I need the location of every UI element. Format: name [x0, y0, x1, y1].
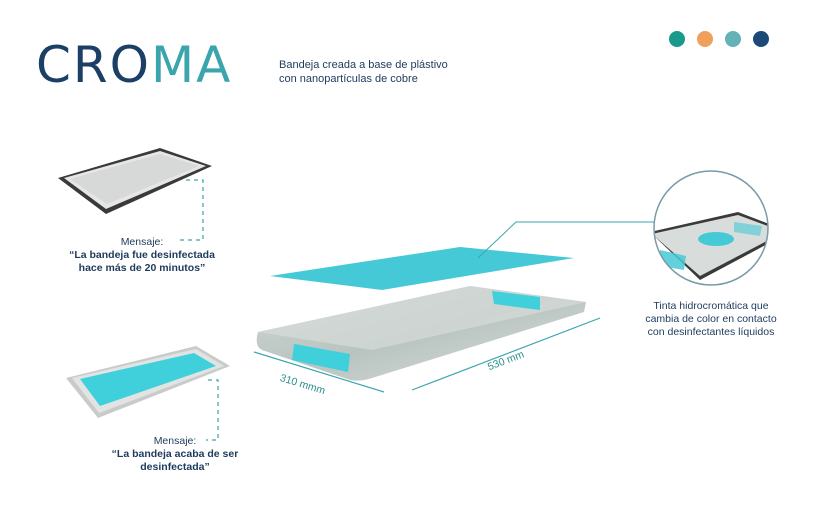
message-2-label: Mensaje:: [153, 435, 197, 447]
logo-text-m: M: [151, 36, 197, 94]
main-tray-handle-right: [492, 291, 540, 310]
color-dot-navy: [753, 31, 769, 47]
tagline-line-2: con nanopartículas de cobre: [279, 73, 418, 85]
croma-logo: CROMA: [36, 40, 232, 90]
logo-text-cro: CRO: [36, 36, 152, 94]
message-1-line-2: hace más de 20 minutos”: [78, 262, 206, 274]
ink-callout-line-1: Tinta hidrocromática que: [653, 300, 769, 312]
message-2-line-1: “La bandeja acaba de ser: [111, 448, 239, 460]
small-tray-disinfected-new: [66, 346, 230, 418]
callout-line: [477, 221, 655, 259]
color-dot-orange: [697, 31, 713, 47]
color-dot-teal: [669, 31, 685, 47]
color-dot-light-teal: [725, 31, 741, 47]
ink-callout: Tinta hidrocromática que cambia de color…: [626, 300, 796, 339]
main-tray-handle-left: [292, 344, 350, 372]
connector-dashed-1: [180, 179, 204, 241]
logo-text-a: A: [196, 36, 233, 94]
connector-dashed-2: [206, 379, 219, 441]
message-2: Mensaje: “La bandeja acaba de ser desinf…: [92, 435, 258, 474]
main-tray: [256, 286, 586, 381]
dimension-line-length: [411, 317, 601, 391]
tagline-line-1: Bandeja creada a base de plástivo: [279, 59, 448, 71]
dimension-line-width: [253, 351, 385, 393]
message-1-line-1: “La bandeja fue desinfectada: [69, 249, 215, 261]
ink-callout-line-3: con desinfectantes líquidos: [647, 326, 775, 338]
ink-callout-line-2: cambia de color en contacto: [645, 313, 777, 325]
small-tray-disinfected-old: [58, 148, 212, 214]
message-1: Mensaje: “La bandeja fue desinfectada ha…: [58, 236, 226, 275]
message-2-line-2: desinfectada”: [140, 461, 210, 473]
ink-layer-sheet: [270, 247, 574, 290]
zoom-circle: [653, 170, 769, 286]
message-1-label: Mensaje:: [120, 236, 164, 248]
tagline: Bandeja creada a base de plástivo con na…: [279, 58, 499, 86]
